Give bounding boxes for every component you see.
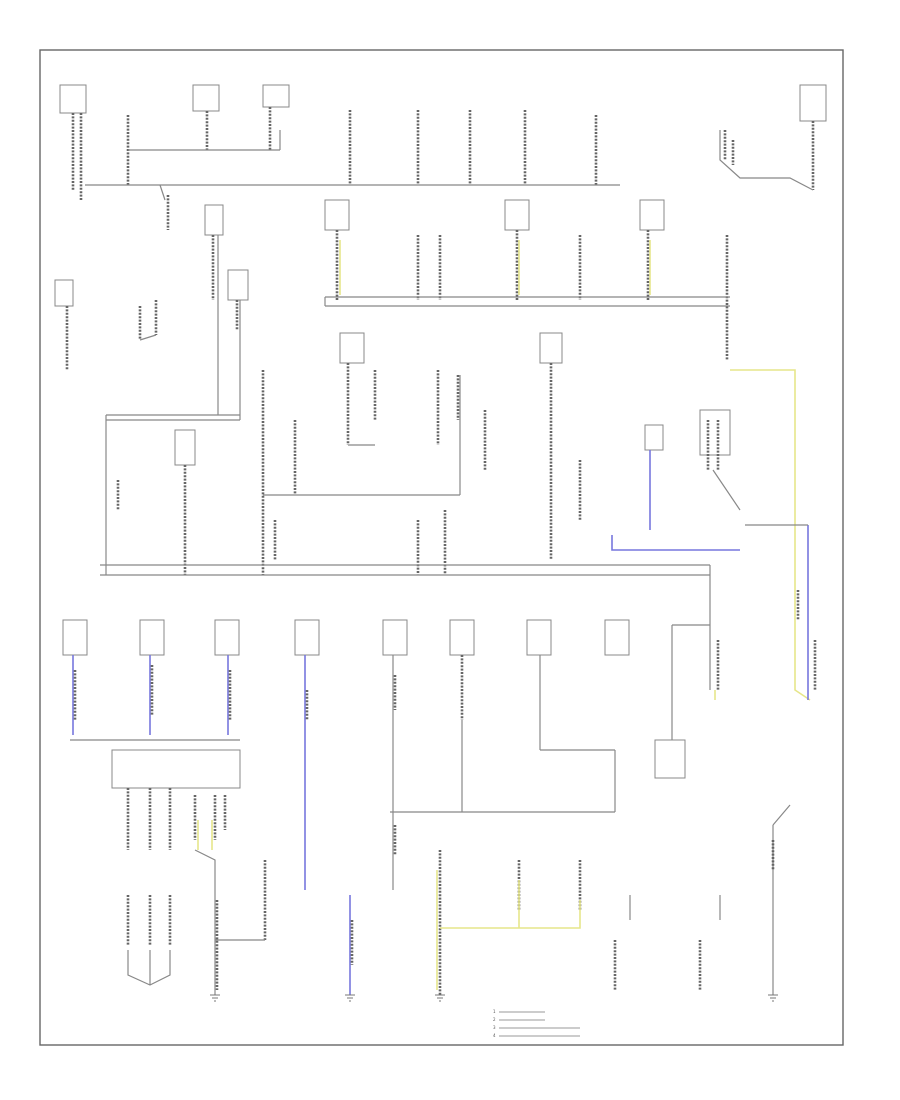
legend-item-id: 3: [493, 1025, 496, 1030]
legend-item: 2: [493, 1017, 545, 1022]
legend: 1 2 3 4: [493, 1009, 580, 1038]
bottom-components: [62, 619, 686, 789]
row2-components: [54, 199, 731, 466]
legend-item: 4: [493, 1033, 580, 1038]
legend-item: 3: [493, 1025, 580, 1030]
legend-item-id: 4: [493, 1033, 496, 1038]
diagram-border: [39, 49, 844, 1046]
legend-item-id: 2: [493, 1017, 496, 1022]
top-wires: [71, 107, 815, 201]
bottom-wires: [70, 590, 817, 995]
middle-wires: [65, 195, 811, 701]
ground-symbols: [210, 994, 778, 1002]
top-components: [59, 84, 827, 122]
legend-item-id: 1: [493, 1009, 496, 1014]
legend-item: 1: [493, 1009, 545, 1014]
